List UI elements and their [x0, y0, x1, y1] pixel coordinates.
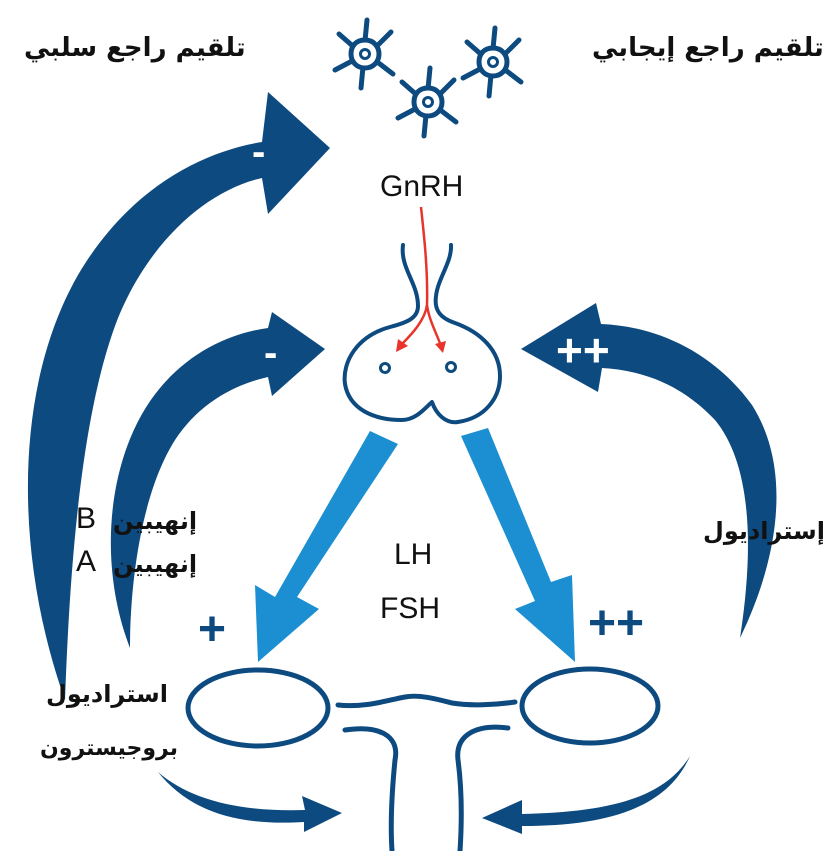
inhibin-a-label: إنهيبين [113, 550, 198, 578]
pituitary-gland [342, 243, 502, 425]
left-bottom-arrow [158, 772, 342, 832]
neuron-icon-middle [398, 68, 456, 136]
progesterone-label: بروجيسترون [40, 736, 178, 761]
neuron-icon-left [335, 20, 393, 88]
positive-feedback-title: تلقيم راجع إيجابي [592, 33, 824, 63]
outer-negative-feedback-arrow [27, 92, 331, 700]
positive-feedback-arrow [521, 303, 777, 638]
vesicle-left [379, 362, 391, 374]
left-ovary-plus-sign: + [198, 603, 227, 656]
inner-negative-feedback-arrow [110, 312, 325, 648]
inhibin-b-label: إنهيبين [113, 507, 198, 535]
inhibin-a-letter: A [76, 545, 97, 578]
estradiol-left-label: استراديول [46, 680, 168, 708]
right-arrow-plus-sign: ++ [556, 324, 610, 376]
vesicle-right [445, 361, 457, 373]
lh-fsh-arrow-right [461, 428, 575, 662]
gnrh-red-arrows [396, 206, 446, 353]
left-ovary [185, 667, 331, 749]
neuron-icon-right [463, 28, 521, 96]
right-ovary [519, 666, 661, 746]
lh-fsh-arrow-left [255, 431, 398, 662]
inhibin-b-letter: B [76, 502, 97, 535]
right-ovary-plus-sign: ++ [588, 597, 645, 650]
negative-feedback-title: تلقيم راجع سلبي [24, 33, 246, 63]
lh-label: LH [394, 538, 433, 571]
outer-arrow-minus-sign: - [252, 130, 266, 174]
fsh-label: FSH [380, 592, 440, 625]
estradiol-right-label: إستراديول [703, 517, 825, 545]
inner-arrow-minus-sign: - [264, 331, 278, 375]
gnrh-label: GnRH [380, 170, 464, 203]
right-bottom-arrow [482, 756, 690, 834]
uterus [335, 693, 518, 851]
